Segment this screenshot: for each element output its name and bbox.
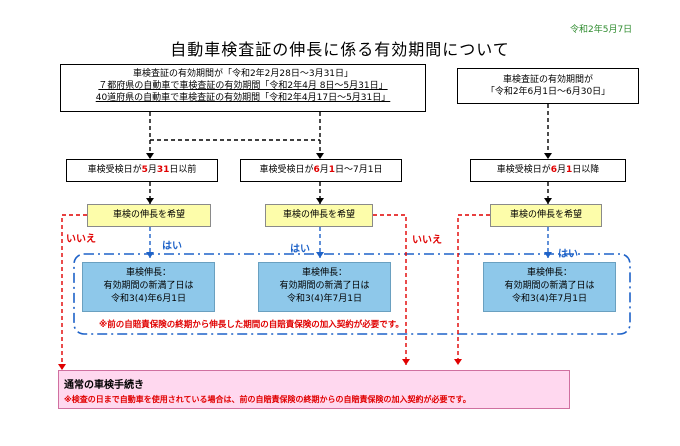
no-label-left: いいえ [66, 234, 96, 245]
validity-right-line-1: 車検査証の有効期間が [502, 75, 593, 85]
inspection-text: 車検受検日が [87, 165, 142, 175]
validity-period-box-right: 車検査証の有効期間が 「令和2年6月1日～6月30日」 [457, 68, 639, 104]
inspection-month: 5 [141, 165, 148, 175]
inspection-day: 1 [566, 165, 573, 175]
extension-new-expiry: 令和3(4)年7月1日 [512, 294, 587, 304]
validity-line-3: 40道府県の自動車で車検査証の有効期間「令和2年4月17日～5月31日」 [95, 93, 391, 103]
extension-new-expiry: 令和3(4)年7月1日 [287, 294, 362, 304]
inspection-text: 月 [319, 165, 329, 175]
no-label-middle: いいえ [412, 235, 442, 246]
extension-request-box-3: 車検の伸長を希望 [490, 204, 602, 227]
inspection-text: 日以前 [169, 165, 197, 175]
yes-label-3: はい [558, 249, 578, 260]
inspection-text: 車検受検日が [259, 165, 314, 175]
no-path-middle [373, 214, 407, 365]
extension-line: 車検伸長： [526, 268, 572, 278]
extension-request-box-1: 車検の伸長を希望 [87, 204, 211, 227]
extension-new-expiry: 令和3(4)年6月1日 [111, 294, 186, 304]
document-date: 令和2年5月7日 [570, 25, 633, 35]
inspection-text: 日～7月1日 [335, 165, 383, 175]
validity-right-line-2: 「令和2年6月1日～6月30日」 [485, 87, 611, 97]
inspection-month: 6 [313, 165, 320, 175]
inspection-text: 日以降 [572, 165, 600, 175]
inspection-day: 31 [156, 165, 170, 175]
extension-line: 有効期間の新満了日は [279, 281, 370, 291]
validity-period-box-left: 車検査証の有効期間が「令和2年2月28日～3月31日」 ７都府県の自動車で車検査… [60, 64, 426, 112]
inspection-month: 6 [550, 165, 557, 175]
normal-procedure-title: 通常の車検手続き [64, 380, 144, 391]
extension-result-box-3: 車検伸長： 有効期間の新満了日は 令和3(4)年7月1日 [483, 262, 616, 312]
extension-line: 有効期間の新満了日は [504, 281, 595, 291]
insurance-note: ※前の自賠責保険の終期から伸長した期間の自賠責保険の加入契約が必要です。 [99, 320, 404, 330]
inspection-text: 月 [556, 165, 566, 175]
inspection-date-box-2: 車検受検日が6月1日～7月1日 [240, 159, 402, 182]
validity-line-2: ７都府県の自動車で車検査証の有効期間「令和2年4月 8日～5月31日」 [98, 81, 388, 91]
extension-result-box-1: 車検伸長： 有効期間の新満了日は 令和3(4)年6月1日 [82, 262, 215, 312]
inspection-date-box-1: 車検受検日が5月31日以前 [66, 159, 218, 182]
inspection-day: 1 [328, 165, 336, 175]
normal-procedure-note: ※検査の日まで自動車を使用されている場合は、前の自賠責保険の終期からの自賠責保険… [64, 395, 471, 404]
inspection-text: 月 [147, 165, 157, 175]
inspection-date-box-3: 車検受検日が6月1日以降 [470, 159, 626, 182]
extension-line: 車検伸長： [125, 268, 171, 278]
page-title: 自動車検査証の伸長に係る有効期間について [170, 40, 510, 59]
no-path-left [61, 214, 87, 370]
yes-label-1: はい [162, 241, 182, 252]
extension-group-border [73, 253, 631, 335]
extension-line: 有効期間の新満了日は [103, 281, 194, 291]
extension-result-box-2: 車検伸長： 有効期間の新満了日は 令和3(4)年7月1日 [258, 262, 391, 312]
extension-line: 車検伸長： [301, 268, 347, 278]
normal-procedure-box: 通常の車検手続き ※検査の日まで自動車を使用されている場合は、前の自賠責保険の終… [58, 370, 570, 409]
no-path-right [457, 214, 490, 365]
extension-request-box-2: 車検の伸長を希望 [265, 204, 373, 227]
inspection-text: 車検受検日が [496, 165, 551, 175]
yes-label-2: はい [290, 244, 310, 255]
validity-line-1: 車検査証の有効期間が「令和2年2月28日～3月31日」 [132, 69, 354, 79]
